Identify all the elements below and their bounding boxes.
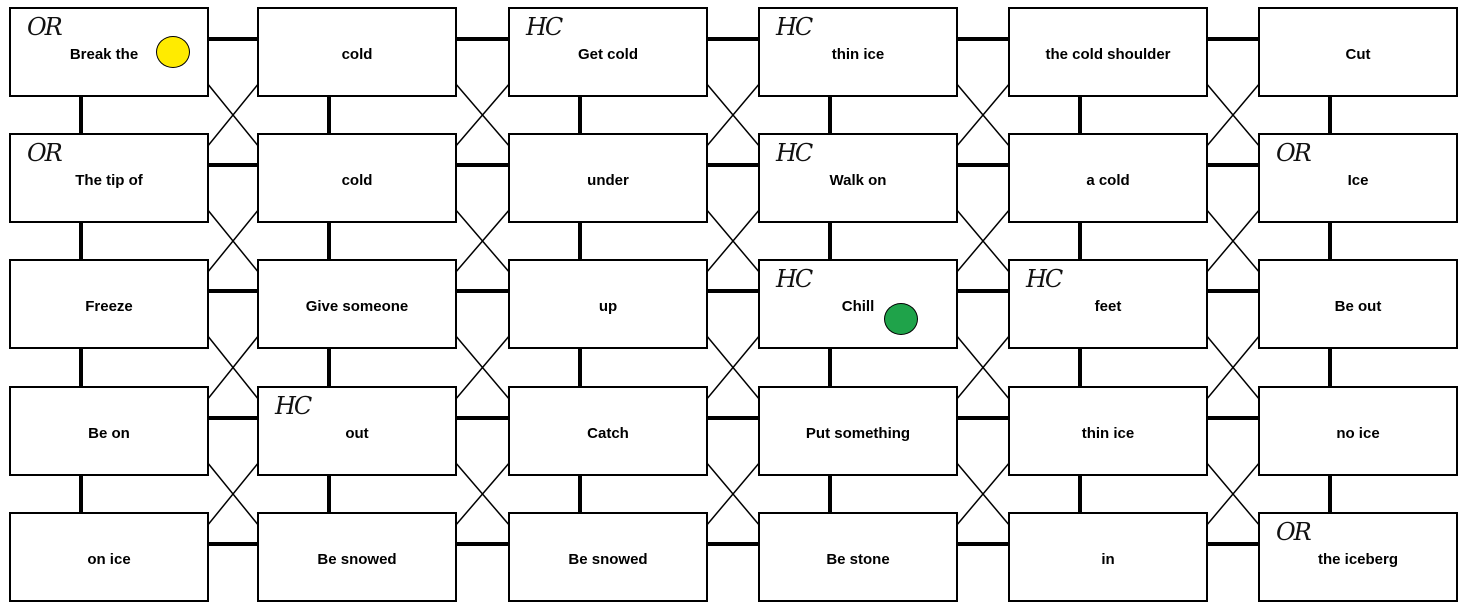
board-tile[interactable]: Be snowed — [257, 512, 457, 602]
or-marker: OR — [27, 13, 63, 41]
tile-label: Catch — [587, 425, 629, 442]
tile-label: up — [598, 298, 618, 315]
board-tile[interactable]: Cut — [1258, 7, 1458, 97]
board-tile[interactable]: OR the iceberg — [1258, 512, 1458, 602]
tile-label: Be stone — [826, 551, 890, 568]
green-token[interactable] — [884, 303, 918, 335]
hc-marker: HC — [776, 139, 813, 167]
tile-label: in — [1101, 551, 1115, 568]
board-tile[interactable]: Put something — [758, 386, 958, 476]
board-tile[interactable]: in — [1008, 512, 1208, 602]
tile-label: no ice — [1336, 425, 1380, 442]
board-tile[interactable]: a cold — [1008, 133, 1208, 223]
board-tile[interactable]: up — [508, 259, 708, 349]
connector-diagonal — [955, 334, 1011, 401]
connector-diagonal — [705, 461, 761, 527]
connector-diagonal — [454, 461, 511, 527]
board-tile[interactable]: HC Chill — [758, 259, 958, 349]
hc-marker: HC — [526, 13, 563, 41]
connector-diagonal — [705, 82, 761, 148]
tile-label: the cold shoulder — [1045, 46, 1171, 63]
connector-diagonal — [206, 461, 260, 527]
or-marker: OR — [1276, 518, 1312, 546]
hc-marker: HC — [1026, 265, 1063, 293]
board-tile[interactable]: Be snowed — [508, 512, 708, 602]
connector-diagonal — [1205, 461, 1261, 527]
tile-label: cold — [341, 46, 373, 63]
board-tile[interactable]: thin ice — [1008, 386, 1208, 476]
board-tile[interactable]: under — [508, 133, 708, 223]
connector-diagonal — [206, 208, 260, 274]
connector-diagonal — [454, 82, 511, 148]
board-tile[interactable]: Be out — [1258, 259, 1458, 349]
board-tile[interactable]: HC thin ice — [758, 7, 958, 97]
tile-label: Ice — [1347, 172, 1369, 189]
board-tile[interactable]: HC Get cold — [508, 7, 708, 97]
tile-label: Put something — [805, 425, 911, 442]
board-tile[interactable]: no ice — [1258, 386, 1458, 476]
connector-diagonal — [955, 208, 1011, 274]
connector-diagonal — [206, 334, 260, 401]
board-tile[interactable]: HC Walk on — [758, 133, 958, 223]
board-tile[interactable]: HC out — [257, 386, 457, 476]
connector-diagonal — [454, 208, 511, 274]
board-tile[interactable]: OR Ice — [1258, 133, 1458, 223]
connector-diagonal — [1205, 208, 1261, 274]
connector-diagonal — [705, 208, 761, 274]
tile-label: Be snowed — [568, 551, 648, 568]
board-tile[interactable]: OR Break the — [9, 7, 209, 97]
tile-label: feet — [1094, 298, 1122, 315]
tile-label: Get cold — [577, 46, 638, 63]
tile-label: the iceberg — [1317, 551, 1399, 568]
tile-label: out — [345, 425, 369, 442]
tile-label: a cold — [1086, 172, 1130, 189]
hc-marker: HC — [776, 265, 813, 293]
board-tile[interactable]: OR The tip of — [9, 133, 209, 223]
board-tile[interactable]: cold — [257, 133, 457, 223]
tile-label: Be snowed — [317, 551, 397, 568]
tile-label: Cut — [1345, 46, 1371, 63]
board-tile[interactable]: the cold shoulder — [1008, 7, 1208, 97]
tile-label: The tip of — [75, 172, 143, 189]
board-tile[interactable]: Give someone — [257, 259, 457, 349]
or-marker: OR — [1276, 139, 1312, 167]
board-tile[interactable]: Freeze — [9, 259, 209, 349]
connector-diagonal — [955, 82, 1011, 148]
hc-marker: HC — [275, 392, 312, 420]
connector-diagonal — [705, 334, 761, 401]
tile-label: Chill — [841, 298, 875, 315]
connector-diagonal — [454, 334, 511, 401]
board-tile[interactable]: cold — [257, 7, 457, 97]
tile-label: cold — [341, 172, 373, 189]
tile-label: thin ice — [831, 46, 885, 63]
tile-label: Give someone — [305, 298, 409, 315]
board-tile[interactable]: Be stone — [758, 512, 958, 602]
tile-label: thin ice — [1081, 425, 1135, 442]
connector-diagonal — [1205, 82, 1261, 148]
board-tile[interactable]: on ice — [9, 512, 209, 602]
tile-label: Break the — [69, 46, 139, 63]
tile-label: Be on — [88, 425, 130, 442]
or-marker: OR — [27, 139, 63, 167]
connector-diagonal — [1205, 334, 1261, 401]
connector-diagonal — [955, 461, 1011, 527]
board-tile[interactable]: Be on — [9, 386, 209, 476]
board-tile[interactable]: Catch — [508, 386, 708, 476]
hc-marker: HC — [776, 13, 813, 41]
board-tile[interactable]: HC feet — [1008, 259, 1208, 349]
connector-diagonal — [206, 82, 260, 148]
tile-label: on ice — [87, 551, 131, 568]
tile-label: Freeze — [85, 298, 133, 315]
tile-label: under — [587, 172, 629, 189]
tile-label: Be out — [1334, 298, 1382, 315]
yellow-token[interactable] — [156, 36, 190, 68]
tile-label: Walk on — [829, 172, 887, 189]
